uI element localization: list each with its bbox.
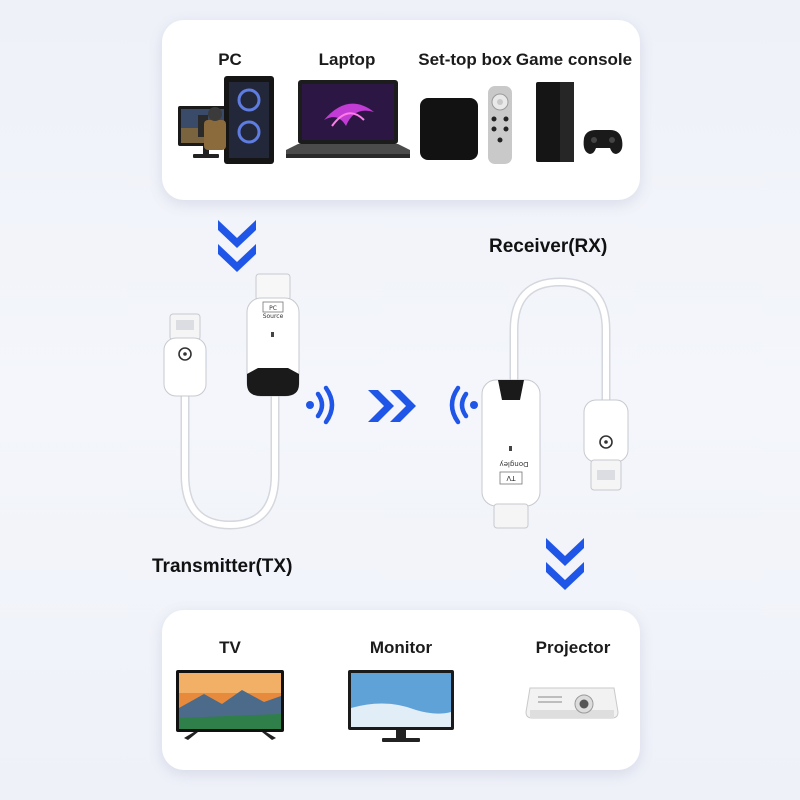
right-arrow-icon xyxy=(368,390,416,422)
projector-image xyxy=(525,687,619,719)
monitor-image xyxy=(348,670,454,742)
label-set-top-box: Set-top box xyxy=(418,50,512,69)
label-laptop: Laptop xyxy=(318,50,376,69)
down-arrow-icon xyxy=(218,220,256,272)
receiver-label: Receiver(RX) xyxy=(489,236,608,257)
label-game-console: Game console xyxy=(515,50,633,69)
wireless-signal-icon xyxy=(306,385,335,425)
rx-tag-top: Dongley xyxy=(500,460,529,468)
label-monitor: Monitor xyxy=(369,638,433,657)
label-projector: Projector xyxy=(535,638,611,657)
rx-tag-bottom: TV xyxy=(506,474,516,482)
label-tv: TV xyxy=(219,638,241,657)
laptop-image xyxy=(286,80,410,158)
wireless-signal-icon xyxy=(449,385,478,425)
tx-tag-top: PC xyxy=(269,305,277,312)
tx-tag-bottom: Source xyxy=(263,313,284,320)
receiver-device: Dongley TV xyxy=(481,277,629,529)
set-top-box-image xyxy=(420,86,512,164)
pc-image xyxy=(178,76,274,164)
tv-image xyxy=(176,670,284,740)
down-arrow-icon xyxy=(546,538,584,590)
transmitter-device: PC Source xyxy=(163,273,300,530)
transmitter-label: Transmitter(TX) xyxy=(152,556,293,577)
label-pc: PC xyxy=(218,50,242,69)
game-console-image xyxy=(536,82,623,162)
